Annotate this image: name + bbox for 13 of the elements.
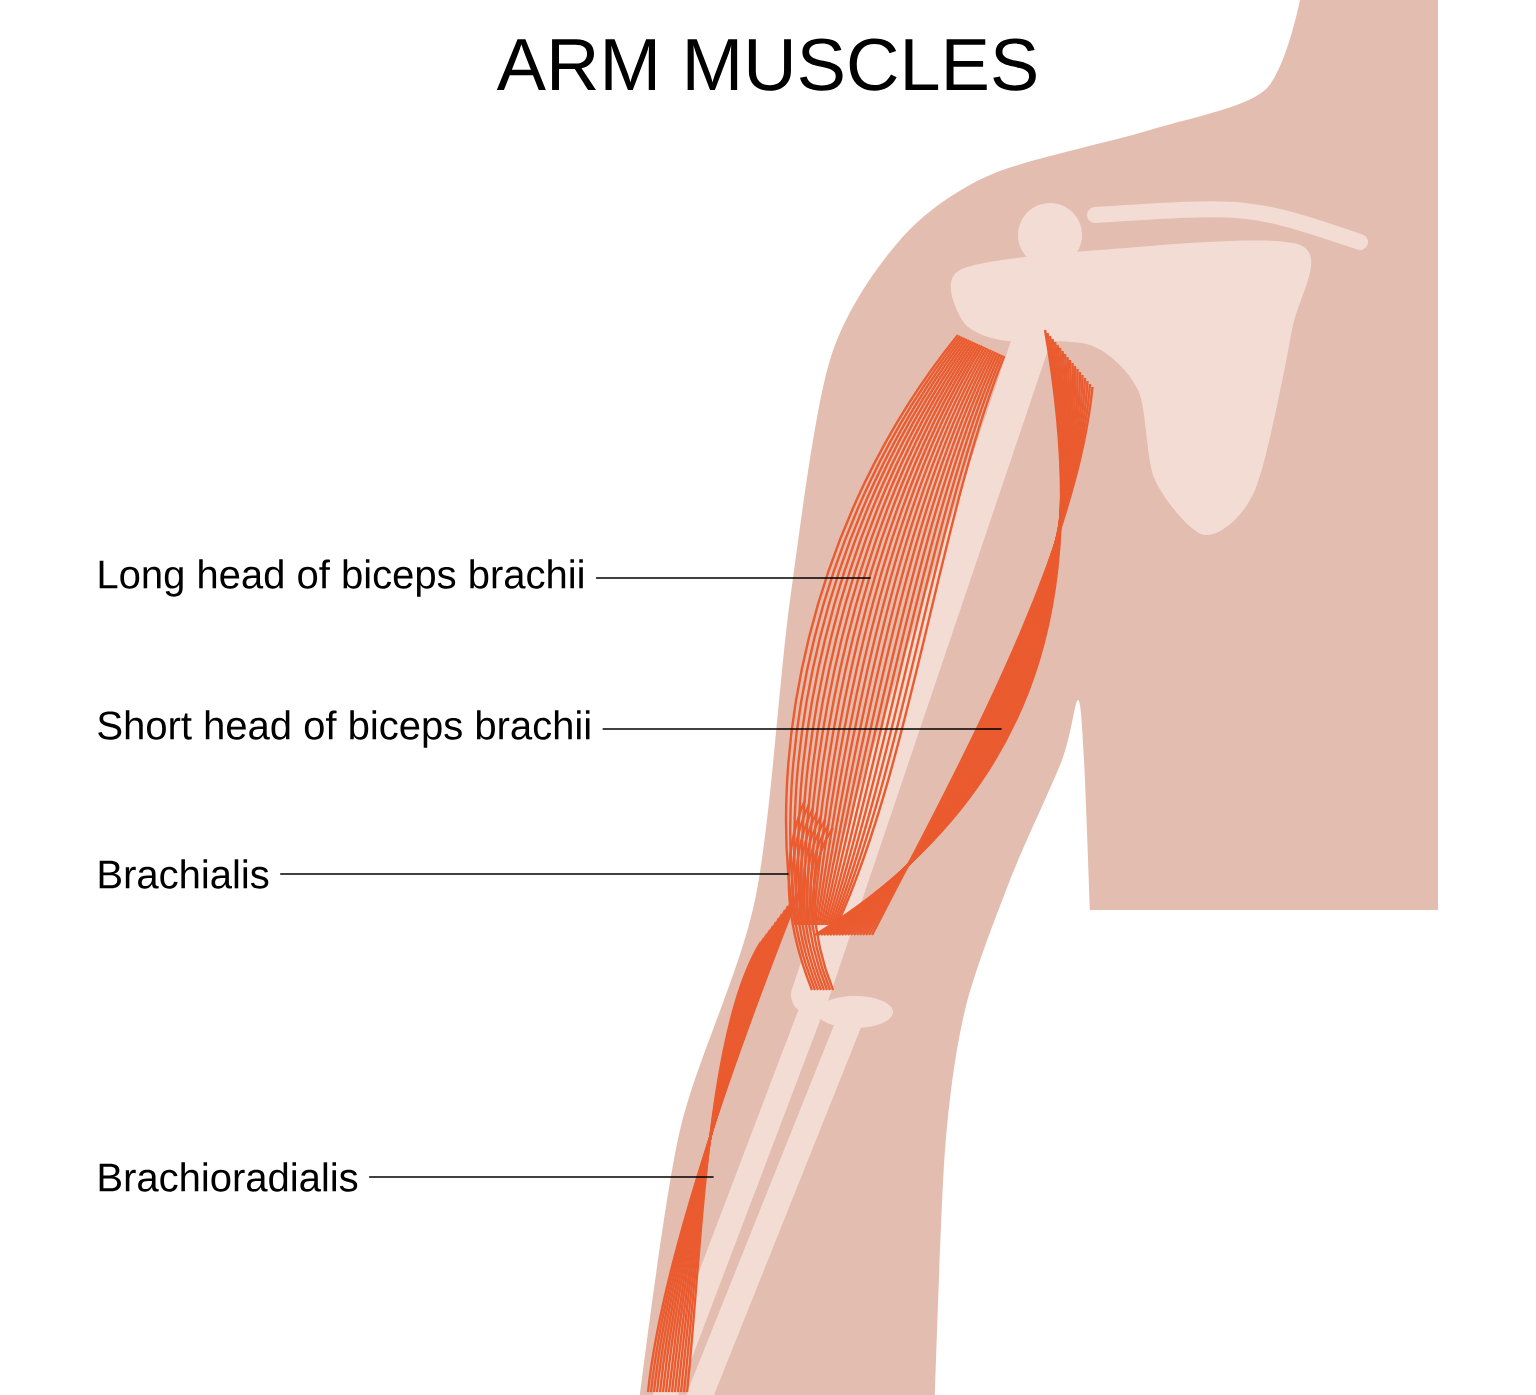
muscle-drawing	[814, 329, 1094, 936]
muscle-drawing	[785, 334, 1006, 926]
muscle-drawing	[646, 889, 802, 1393]
leader-line	[368, 1176, 715, 1178]
leader-line	[601, 728, 1003, 730]
leader-line	[279, 873, 790, 875]
muscle-label: Brachioradialis	[99, 1162, 358, 1192]
muscle-label: Brachialis	[99, 859, 269, 889]
muscle-label: Short head of biceps brachii	[98, 710, 590, 748]
muscle-label: Long head of biceps brachii	[99, 559, 583, 597]
muscle-drawing	[787, 799, 835, 991]
leader-line	[595, 577, 872, 579]
title: ARM MUSCLES	[496, 38, 1036, 91]
